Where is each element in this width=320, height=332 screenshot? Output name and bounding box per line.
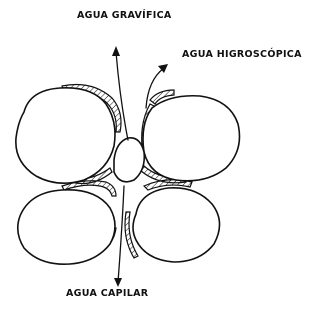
grain-bottom-left [18,190,115,264]
grain-top-right [143,96,240,181]
grain-center-small [114,138,144,182]
capillary-arrow-head [114,278,122,287]
grain-bottom-right [133,188,220,262]
capillary-arrow [118,186,124,282]
grain-top-left [16,88,115,183]
gravitational-arrow-head [112,46,120,56]
